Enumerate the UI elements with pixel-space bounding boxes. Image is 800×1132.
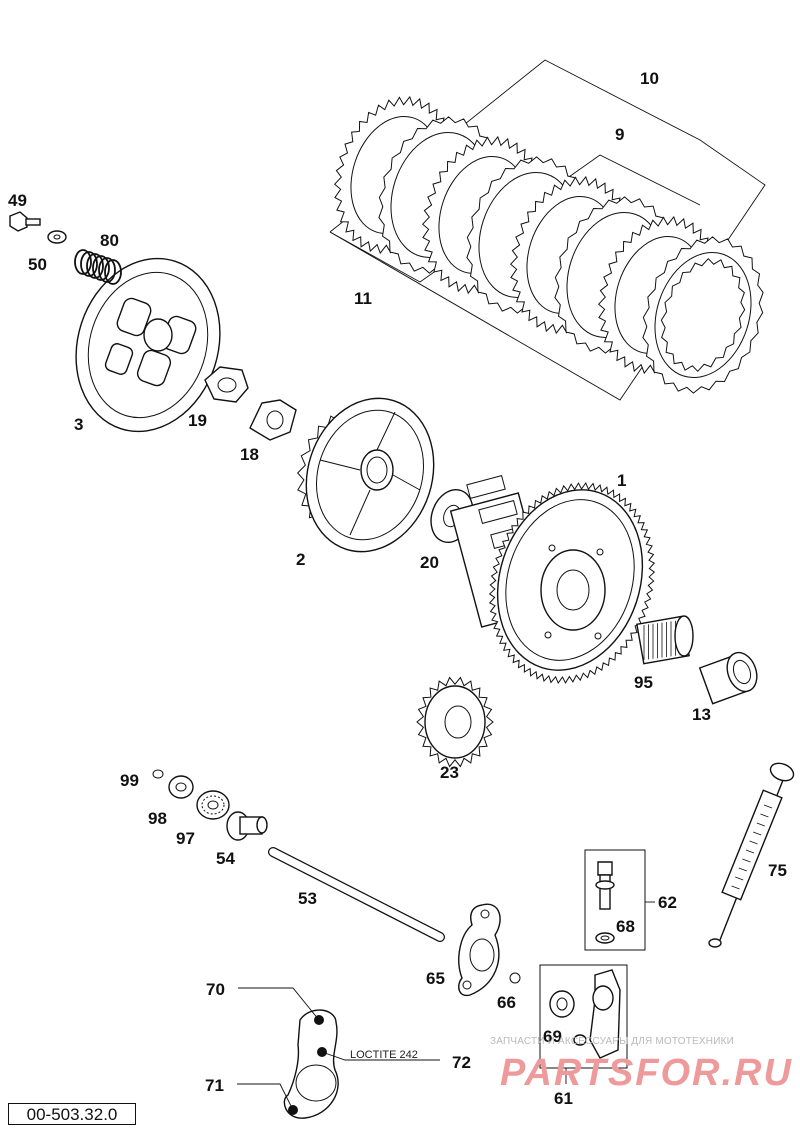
pressure-piece	[226, 811, 268, 841]
callout-23: 23	[440, 763, 459, 782]
loctite-note: LOCTITE 242	[350, 1049, 418, 1061]
push-rod	[268, 847, 445, 942]
callout-62: 62	[658, 893, 677, 912]
nut	[204, 366, 249, 403]
bushing	[698, 651, 758, 705]
callout-66: 66	[497, 993, 516, 1012]
callout-2: 2	[296, 550, 305, 569]
callout-69: 69	[543, 1027, 562, 1046]
clutch-plate-stack	[329, 59, 766, 401]
washer	[47, 230, 67, 244]
thrust-bearing	[196, 790, 230, 820]
washer	[168, 775, 194, 799]
callout-54: 54	[216, 849, 235, 868]
callout-65: 65	[426, 969, 445, 988]
callout-70: 70	[206, 980, 225, 999]
callout-1: 1	[617, 471, 626, 490]
pressure-plate	[75, 257, 221, 433]
callout-98: 98	[148, 809, 167, 828]
callout-49: 49	[8, 191, 27, 210]
drawing-id: 00-503.32.0	[8, 1103, 136, 1125]
lock-washer	[249, 399, 297, 441]
callout-19: 19	[188, 411, 207, 430]
outer-clutch-basket	[449, 474, 656, 685]
callout-99: 99	[120, 771, 139, 790]
callout-53: 53	[298, 889, 317, 908]
callout-18: 18	[240, 445, 259, 464]
primary-gear	[416, 676, 494, 768]
callout-72: 72	[452, 1053, 471, 1072]
callout-10: 10	[640, 69, 659, 88]
callout-3: 3	[74, 415, 83, 434]
callout-20: 20	[420, 553, 439, 572]
grease-syringe	[708, 762, 795, 948]
watermark-tagline: ЗАПЧАСТИ И АКСЕССУАРЫ ДЛЯ МОТОТЕХНИКИ	[490, 1036, 735, 1047]
needle-bearing	[636, 615, 694, 665]
callout-13: 13	[692, 705, 711, 724]
snap-ring	[152, 769, 164, 779]
watermark-logo: PARTSFOR.RU	[500, 1052, 793, 1094]
inner-clutch-hub	[296, 397, 435, 553]
callout-71: 71	[205, 1076, 224, 1095]
cover-plate	[283, 1009, 339, 1119]
callout-75: 75	[768, 861, 787, 880]
callout-95: 95	[634, 673, 653, 692]
callout-97: 97	[176, 829, 195, 848]
callout-61: 61	[554, 1089, 573, 1108]
callout-11: 11	[354, 289, 372, 308]
gasket	[458, 903, 501, 997]
ball	[509, 972, 521, 984]
callout-80: 80	[100, 231, 119, 250]
plate-inner-teeth	[660, 257, 746, 373]
callout-labels: 1 2 3 9 10 11 13 18 19 20 23 49 50 53 54…	[8, 69, 787, 1108]
bolt	[9, 211, 41, 232]
clutch-spring	[74, 249, 122, 285]
bleeder-kit	[584, 849, 655, 951]
callout-9: 9	[615, 125, 624, 144]
release-lever-kit	[539, 964, 628, 1084]
callout-50: 50	[28, 255, 47, 274]
callout-68: 68	[616, 917, 635, 936]
